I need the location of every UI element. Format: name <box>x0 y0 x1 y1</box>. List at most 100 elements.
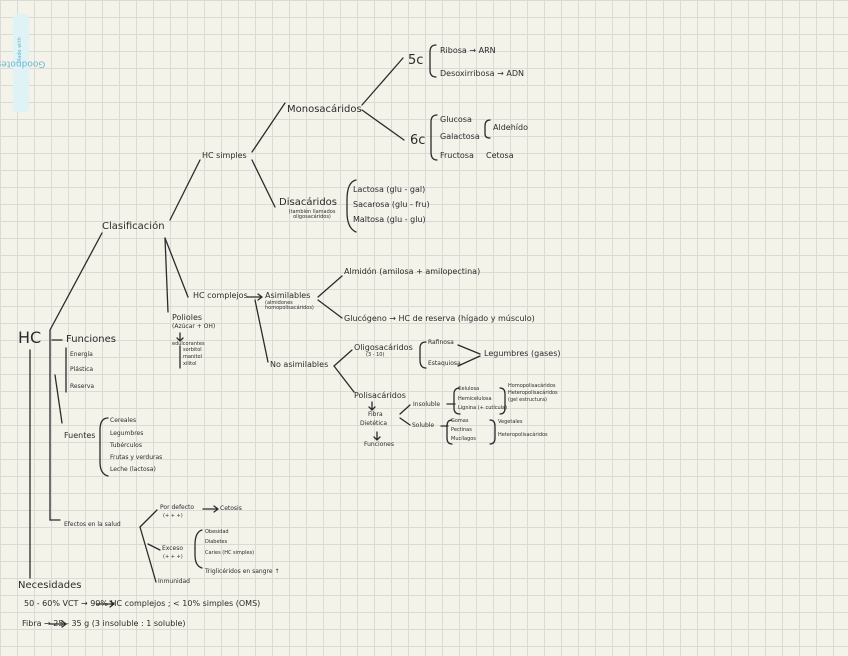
asimilables-label: Asimilables <box>265 291 311 300</box>
fuente-tuberculos: Tubérculos <box>110 442 142 449</box>
brace-insoluble-right <box>499 387 506 415</box>
soluble-note-0: Vegetales <box>498 419 523 425</box>
fibra-label: Fibra <box>368 411 383 418</box>
root-hc-label: HC <box>18 328 42 347</box>
por-defecto-label: Por defecto <box>160 504 195 511</box>
legumbres-gases: Legumbres (gases) <box>484 349 561 358</box>
lactosa-item: Lactosa (glu - gal) <box>353 185 426 194</box>
connector-main-branch <box>49 232 103 521</box>
polioles-list-2: manitol <box>183 354 202 360</box>
arrow-complejos-asim <box>246 293 264 301</box>
funcion-reserva: Reserva <box>70 383 95 390</box>
brace-exceso <box>194 529 203 569</box>
brace-soluble-right <box>489 419 496 445</box>
funciones-label: Funciones <box>66 334 116 345</box>
connector-clasif-complejos <box>164 237 189 298</box>
funcion-plastica: Plástica <box>70 366 94 373</box>
connector-fuentes <box>54 374 63 424</box>
pectinas-item: Pectinas <box>451 427 472 433</box>
lignina-item: Lignina (+ cutícula) <box>458 405 508 411</box>
connector-asim-glucogeno <box>317 299 343 319</box>
polioles-label: Polioles <box>172 313 203 322</box>
inmunidad-label: Inmunidad <box>158 578 190 585</box>
ribosa-item: Ribosa → ARN <box>440 46 496 55</box>
hc-simples-label: HC simples <box>202 151 247 160</box>
connector-fibra-tipos <box>399 404 411 426</box>
connector-efectos-defecto <box>139 509 158 528</box>
fuentes-label: Fuentes <box>64 431 96 440</box>
por-defecto-sub: (+ + +) <box>163 513 183 519</box>
fuente-cereales: Cereales <box>110 417 137 424</box>
rafinosa-item: Rafinosa <box>428 339 454 346</box>
connector-efectos-inmunidad <box>139 526 157 583</box>
arrow-necesidades-2 <box>49 620 68 628</box>
necesidades-fibra-line: Fibra → 25 - 35 g (3 insoluble : 1 solub… <box>22 619 186 628</box>
brace-insoluble <box>453 387 461 415</box>
disacaridos-label: Disacáridos <box>279 197 338 208</box>
connector-asim-almidon <box>317 275 343 298</box>
exceso-sub: (+ + +) <box>163 554 183 560</box>
insoluble-label: Insoluble <box>413 401 441 408</box>
polioles-sub: (Azúcar + OH) <box>172 323 216 330</box>
aldehido-label: Aldehído <box>493 123 528 132</box>
no-asimilables-label: No asimilables <box>270 360 329 369</box>
fructosa-item: Fructosa <box>440 151 474 160</box>
clasificacion-label: Clasificación <box>102 221 165 232</box>
connector-clasif-polioles <box>164 237 169 313</box>
oligosacaridos-sub: (3 - 10) <box>366 352 385 358</box>
connector-noasim-poli <box>333 365 355 393</box>
polioles-list-3: xilitol <box>183 361 197 367</box>
exceso-obesidad: Obesidad <box>205 529 229 535</box>
asimilables-sub: (almidones homopolisacáridos) <box>265 300 314 311</box>
connector-clasif-simples <box>169 159 201 221</box>
connector-efectos-exceso <box>147 543 161 551</box>
gomas-item: Gomas <box>451 418 469 424</box>
fuente-legumbres: Legumbres <box>110 430 144 437</box>
glucogeno-item: Glucógeno → HC de reserva (hígado y músc… <box>344 314 535 323</box>
exceso-diabetes: Diabetes <box>205 539 228 545</box>
brace-6c <box>430 114 438 161</box>
soluble-note-1: Heteropolisacáridos <box>498 432 548 438</box>
insoluble-note-1: Heteropolisacáridos <box>508 390 558 396</box>
oligosacaridos-label: Oligosacáridos <box>354 343 413 352</box>
arrow-necesidades-1 <box>96 600 116 608</box>
brace-5c <box>429 44 437 78</box>
sacarosa-item: Sacarosa (glu - fru) <box>353 200 430 209</box>
mucilagos-item: Mucílagos <box>451 436 476 442</box>
brace-oligo <box>419 341 427 369</box>
mono-5c-label: 5c <box>408 53 424 68</box>
connector-mono-5c <box>361 57 404 106</box>
connector-simples-mono <box>251 102 286 153</box>
cetosa-label: Cetosa <box>486 151 514 160</box>
soluble-label: Soluble <box>412 422 435 429</box>
insoluble-note-2: (gel estructura) <box>508 397 547 403</box>
fuente-leche: Leche (lactosa) <box>110 466 156 473</box>
brace-soluble <box>446 419 453 445</box>
funcion-energia: Energía <box>70 351 93 358</box>
insoluble-note-0: Homopolisacáridos <box>508 383 556 389</box>
polioles-list-0: edulcorantes <box>172 341 205 347</box>
arrow-poli-fibra <box>368 401 376 411</box>
connector-mono-6c <box>361 109 405 141</box>
brace-fuentes <box>99 417 109 477</box>
arrow-fibra-funciones <box>373 431 381 441</box>
hc-complejos-label: HC complejos <box>193 291 248 300</box>
exceso-label: Exceso <box>162 545 184 552</box>
glucosa-item: Glucosa <box>440 115 472 124</box>
connector-oligo-legumbres <box>457 344 481 367</box>
polisacaridos-label: Polisacáridos <box>354 391 406 400</box>
arrow-defecto-cetosis <box>202 505 220 513</box>
fibra-dietetica-label: Dietética <box>360 420 388 427</box>
exceso-trigliceridos: Triglicéridos en sangre ↑ <box>205 568 280 575</box>
estaquiosa-item: Estaquiosa <box>428 360 461 367</box>
mono-6c-label: 6c <box>410 133 426 148</box>
cetosis-label: Cetosis <box>220 505 242 512</box>
connector-noasim-oligo <box>333 349 353 367</box>
almidon-item: Almidón (amilosa + amilopectina) <box>344 267 481 276</box>
galactosa-item: Galactosa <box>440 132 480 141</box>
maltosa-item: Maltosa (glu - glu) <box>353 215 426 224</box>
monosacaridos-label: Monosacáridos <box>287 104 362 115</box>
exceso-caries: Caries (HC simples) <box>205 550 255 556</box>
